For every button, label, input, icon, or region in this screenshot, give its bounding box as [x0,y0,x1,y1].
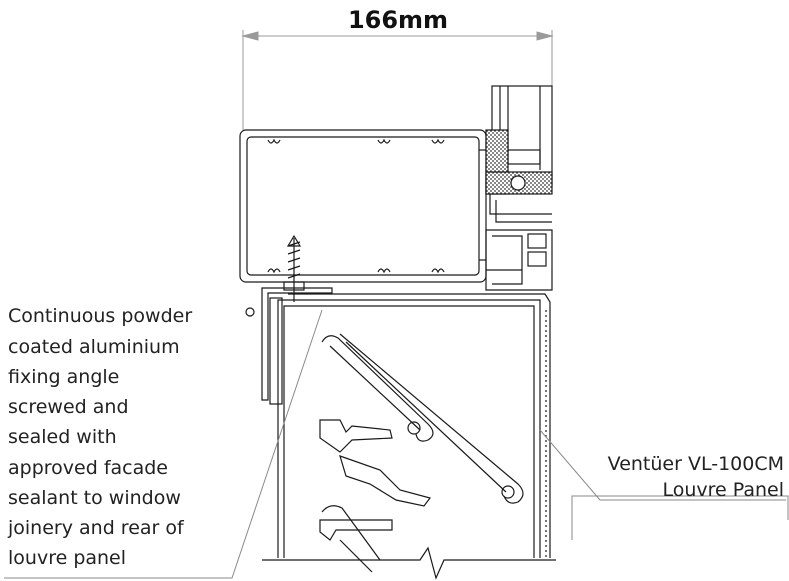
louvre-blade-lower [321,505,381,561]
dimension-arrow-right [536,31,554,41]
louvre-frame [277,299,541,558]
blade-pivot [501,485,515,499]
screw-port [431,138,445,144]
leader-lines [4,309,789,579]
glazing-bead-assembly [485,85,553,291]
callout-line: joinery and rear of [7,517,185,539]
screw-port [431,268,445,274]
backing-rod [510,175,526,191]
fixing-angle-profile [261,287,333,401]
screw-port [377,138,391,144]
callout-line: Ventüer VL-100CM [608,453,784,475]
callout-line: sealed with [8,426,117,448]
callout-louvre-panel: Ventüer VL-100CM Louvre Panel [608,453,784,501]
blade-clip [319,519,393,541]
louvre-panel [262,293,556,580]
angle-spacer [269,297,283,405]
leader-louvre-panel [539,429,786,501]
callout-line: approved facade [8,457,168,479]
callout-line: sealant to window [8,487,181,509]
gasket [507,149,541,165]
callout-fixing-angle: Continuous powder coated aluminium fixin… [7,305,192,569]
dimension-166mm [241,30,554,130]
frame-outer-profile [239,129,487,283]
callout-line: screwed and [8,396,129,418]
sealant-bead [245,307,255,317]
break-line [262,546,556,580]
fixing-angle [245,287,333,405]
callout-line: Louvre Panel [662,479,784,501]
blade-clip [319,419,393,453]
leader-louvre-frame [571,495,789,540]
callout-line: Continuous powder [8,305,192,327]
callout-line: coated aluminium [8,336,180,358]
lower-frame-profile [485,229,553,291]
frame-flange [489,194,552,215]
screw-port [377,268,391,274]
frame-inner-profile [246,136,480,276]
window-frame-section [239,129,487,283]
callout-line: fixing angle [8,366,119,388]
leader-fixing-angle [4,309,323,579]
blade-section [339,455,432,507]
dimension-arrow-left [241,31,259,41]
louvre-blade-long [339,333,524,504]
callout-line: louvre panel [8,547,126,569]
dimension-label: 166mm [348,6,448,34]
fixing-screw [283,234,305,302]
blade-pivot [407,421,421,435]
screw-port [267,138,281,144]
louvre-blade [321,335,434,442]
screw-port [267,268,281,274]
